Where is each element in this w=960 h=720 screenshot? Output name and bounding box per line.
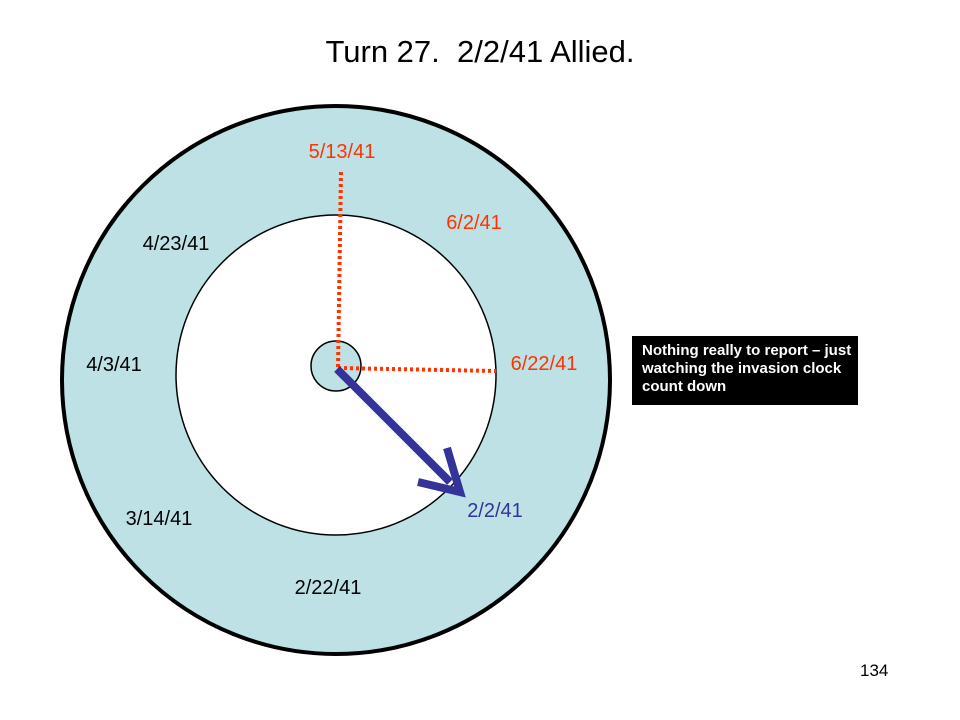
page-number: 134 <box>860 661 889 680</box>
date-label-6-2-41: 6/2/41 <box>446 212 502 234</box>
date-label-2-2-41: 2/2/41 <box>467 500 523 522</box>
deadline-hand-horizontal <box>337 366 497 373</box>
slide-title: Turn 27. 2/2/41 Allied. <box>325 34 635 69</box>
date-label-5-13-41: 5/13/41 <box>309 141 376 163</box>
current-date-arrow-head <box>417 446 466 498</box>
date-label-2-22-41: 2/22/41 <box>295 577 362 599</box>
date-label-4-23-41: 4/23/41 <box>143 233 210 255</box>
note-box: Nothing really to report – just watching… <box>632 336 858 405</box>
deadline-hand-vertical <box>336 171 343 369</box>
date-label-4-3-41: 4/3/41 <box>86 354 142 376</box>
date-label-6-22-41: 6/22/41 <box>511 353 578 375</box>
current-date-arrow-shaft <box>334 366 453 485</box>
date-label-3-14-41: 3/14/41 <box>126 508 193 530</box>
